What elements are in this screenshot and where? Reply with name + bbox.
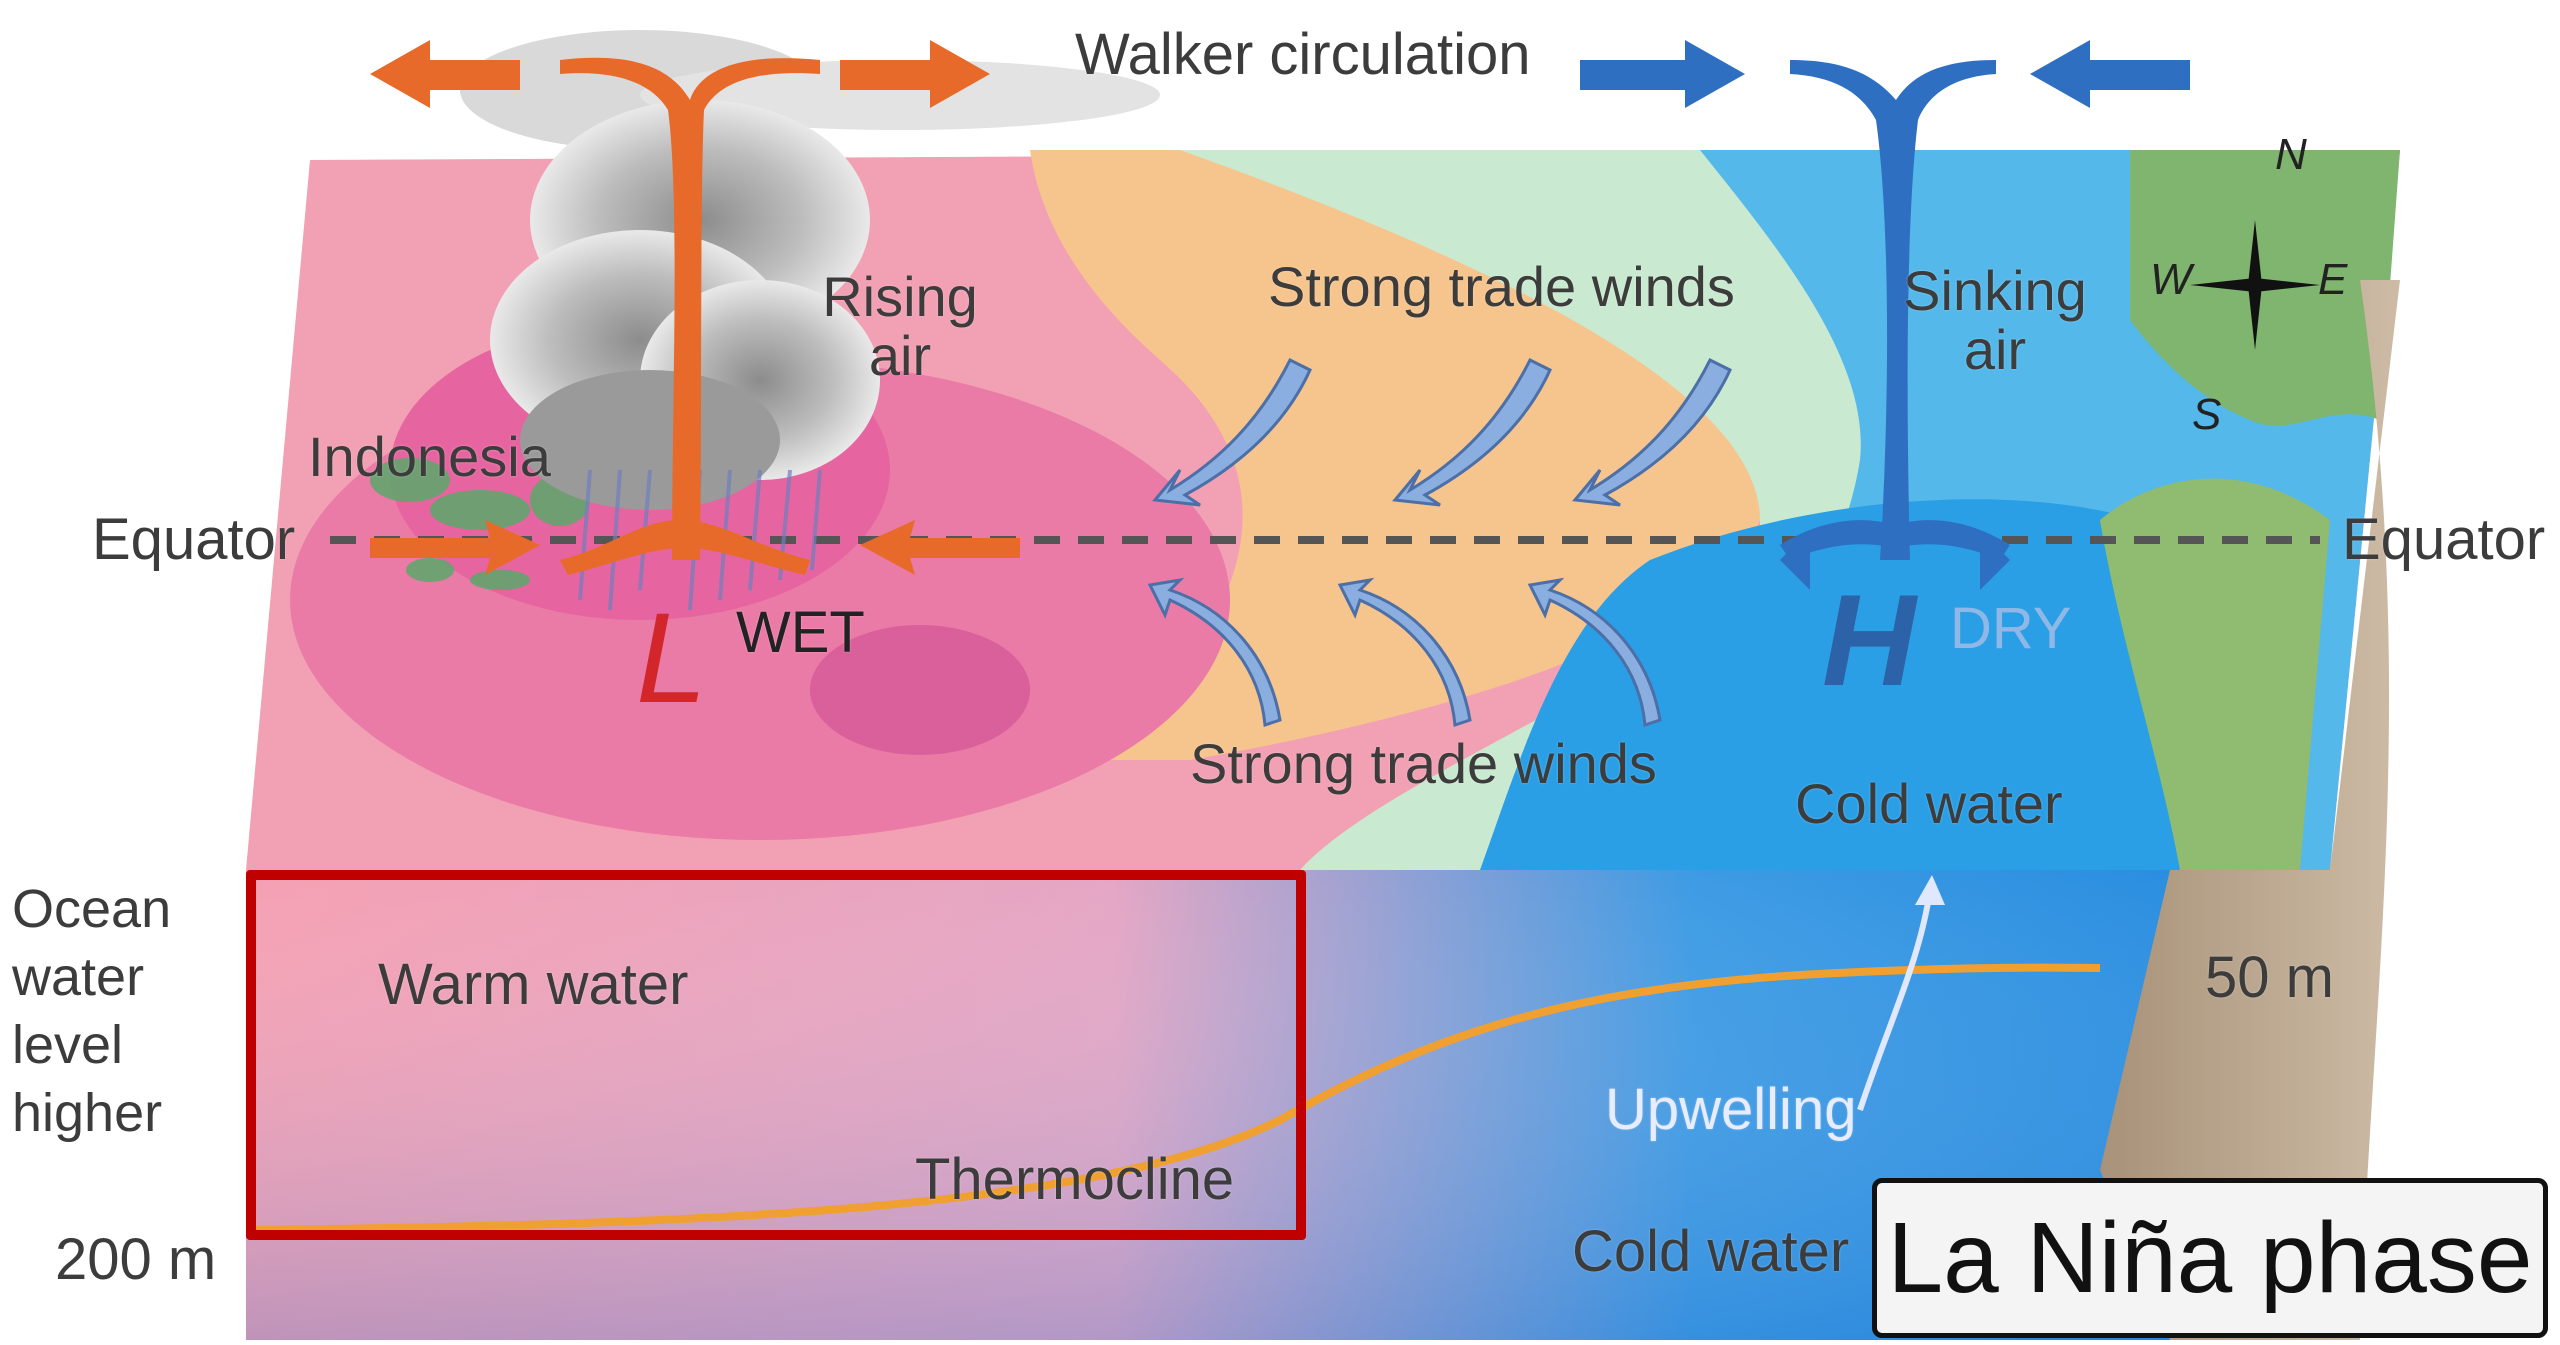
ocean-level-line-4: higher (12, 1079, 171, 1147)
equator-left-label: Equator (92, 510, 295, 571)
cold-water-deep-label: Cold water (1572, 1222, 1849, 1283)
phase-label: La Niña phase (1888, 1201, 2533, 1316)
wet-label: WET (736, 603, 865, 664)
rising-air-label: Rising air (815, 268, 985, 386)
low-pressure-marker: L (636, 585, 707, 732)
compass-north-label: N (2275, 130, 2307, 180)
upwelling-label: Upwelling (1605, 1080, 1856, 1141)
high-pressure-marker: H (1822, 565, 1916, 715)
depth-50m-label: 50 m (2205, 948, 2334, 1009)
warm-water-highlight-box (246, 870, 1306, 1240)
ocean-level-label: Ocean water level higher (12, 875, 171, 1147)
ocean-level-line-3: level (12, 1011, 171, 1079)
compass-west-label: W (2150, 255, 2192, 305)
strong-trade-winds-lower-label: Strong trade winds (1190, 735, 1657, 794)
walker-circulation-title: Walker circulation (1075, 25, 1531, 86)
indonesia-label: Indonesia (308, 428, 551, 487)
ocean-level-line-2: water (12, 943, 171, 1011)
cold-water-surface-label: Cold water (1795, 775, 2063, 834)
compass-south-label: S (2192, 390, 2221, 440)
compass-east-label: E (2318, 255, 2347, 305)
dry-label: DRY (1950, 595, 2071, 662)
phase-label-box: La Niña phase (1872, 1178, 2548, 1338)
strong-trade-winds-upper-label: Strong trade winds (1268, 258, 1735, 317)
sinking-air-line-2: air (1895, 321, 2095, 380)
sinking-air-line-1: Sinking (1895, 262, 2095, 321)
rising-air-line-2: air (815, 327, 985, 386)
depth-200m-label: 200 m (55, 1230, 216, 1291)
rising-air-line-1: Rising (815, 268, 985, 327)
equator-right-label: Equator (2342, 510, 2545, 571)
ocean-level-line-1: Ocean (12, 875, 171, 943)
sinking-air-label: Sinking air (1895, 262, 2095, 380)
